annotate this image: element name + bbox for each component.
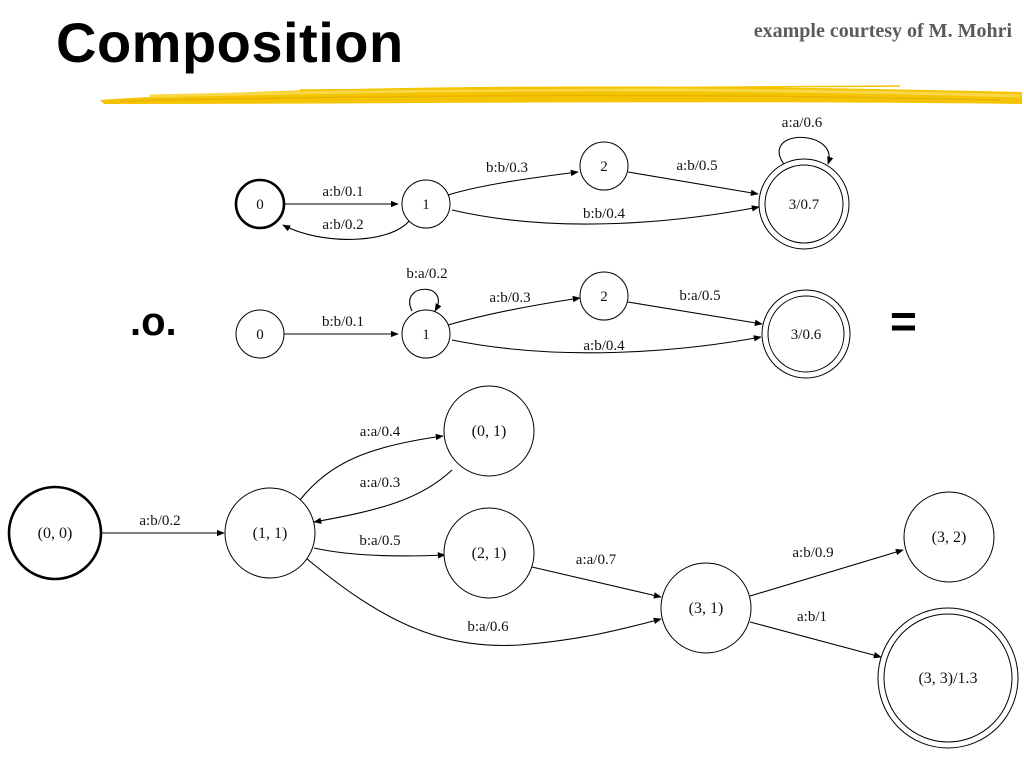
t1-state-3-label: 3/0.7 <box>789 197 820 213</box>
t2-edge-1-3 <box>451 335 762 354</box>
res-edge-21-31 <box>531 566 662 599</box>
res-state-32-label: (3, 2) <box>932 529 967 546</box>
t1-edge-label-b-b-0.4: b:b/0.4 <box>583 206 626 222</box>
t1-state-2 <box>579 141 629 191</box>
t2-edge-2-3 <box>627 301 763 326</box>
res-edge-31-33 <box>749 621 882 659</box>
res-state-11 <box>224 487 316 579</box>
t2-state-1-label: 1 <box>422 327 430 343</box>
res-edge-01-11 <box>313 469 453 524</box>
res-edge-11-21 <box>313 547 446 559</box>
t1-edge-label-a-b-0.2: a:b/0.2 <box>322 217 363 233</box>
res-state-31-label: (3, 1) <box>689 600 724 617</box>
res-state-33-label: (3, 3)/1.3 <box>918 670 977 687</box>
res-edge-label-a-b-0.9: a:b/0.9 <box>792 545 833 561</box>
t1-state-1 <box>401 179 451 229</box>
t1-edge-1-0 <box>282 219 411 240</box>
t1-state-3-final-inner <box>764 164 844 244</box>
t2-edge-1-1 <box>409 288 442 312</box>
t1-edge-label-b-b-0.3: b:b/0.3 <box>486 160 528 176</box>
compose-operator: .o. <box>130 300 177 344</box>
slide-title: Composition <box>56 11 404 74</box>
t2-edge-label-a-b-0.4: a:b/0.4 <box>583 338 625 354</box>
res-state-31 <box>660 562 752 654</box>
t1-edge-label-a-b-0.5: a:b/0.5 <box>676 158 717 174</box>
t2-state-2 <box>579 271 629 321</box>
t1-edge-label-a-a-0.6: a:a/0.6 <box>782 115 823 131</box>
res-state-11-label: (1, 1) <box>253 525 288 542</box>
res-edge-label-b-a-0.5: b:a/0.5 <box>359 533 400 549</box>
res-edge-label-a-a-0.3: a:a/0.3 <box>360 475 400 491</box>
transducer-2: 0 1 2 3/0.6 b:b/0.1 b:a/0.2 a:b/0.3 a:b/… <box>235 266 851 379</box>
t2-state-3-label: 3/0.6 <box>791 327 822 343</box>
res-state-21-label: (2, 1) <box>472 545 507 562</box>
res-edge-31-32 <box>749 549 904 597</box>
res-state-01 <box>443 385 535 477</box>
t2-edge-1-2 <box>447 295 581 326</box>
res-edge-11-31 <box>305 557 662 647</box>
t1-edge-3-3 <box>778 136 834 168</box>
res-state-00-label: (0, 0) <box>38 525 73 542</box>
t2-edge-label-b-a-0.2: b:a/0.2 <box>406 266 447 282</box>
t1-edge-label-a-b-0.1: a:b/0.1 <box>322 184 363 200</box>
res-edge-label-b-a-0.6: b:a/0.6 <box>467 619 509 635</box>
res-edge-label-a-b-0.2: a:b/0.2 <box>139 513 180 529</box>
t2-state-0 <box>235 309 285 359</box>
result-transducer: (0, 0) (1, 1) (0, 1) (2, 1) (3, 1) (3, 2… <box>7 385 1019 749</box>
t1-edge-1-3 <box>451 205 760 225</box>
t2-state-0-label: 0 <box>256 327 264 343</box>
equals-operator: = <box>890 295 917 347</box>
brush-stroke-decoration <box>100 85 1022 104</box>
res-edge-label-a-a-0.4: a:a/0.4 <box>360 424 401 440</box>
t2-state-3-final-inner <box>767 295 845 373</box>
t2-state-2-label: 2 <box>600 289 608 305</box>
res-state-32 <box>903 491 995 583</box>
res-state-01-label: (0, 1) <box>472 423 507 440</box>
t1-state-0 <box>234 178 286 230</box>
t2-edge-label-a-b-0.3: a:b/0.3 <box>489 290 530 306</box>
res-edge-label-a-a-0.7: a:a/0.7 <box>576 552 617 568</box>
t1-state-2-label: 2 <box>600 159 608 175</box>
transducer-1: 0 1 2 3/0.7 a:b/0.1 a:b/0.2 b:b/0.3 b:b/… <box>234 115 850 250</box>
t2-edge-label-b-a-0.5: b:a/0.5 <box>679 288 720 304</box>
credit-text: example courtesy of M. Mohri <box>753 20 1012 42</box>
res-edge-label-a-b-1: a:b/1 <box>797 609 827 625</box>
t2-edge-label-b-b-0.1: b:b/0.1 <box>322 314 364 330</box>
res-state-21 <box>443 507 535 599</box>
t1-state-1-label: 1 <box>422 197 430 213</box>
res-state-33-final-inner <box>883 613 1013 743</box>
t2-state-1 <box>401 309 451 359</box>
t1-edge-2-3 <box>627 171 759 196</box>
res-state-00 <box>7 485 103 581</box>
res-edge-11-01 <box>299 433 444 501</box>
t1-state-0-label: 0 <box>256 197 264 213</box>
t1-edge-1-2 <box>447 169 579 196</box>
